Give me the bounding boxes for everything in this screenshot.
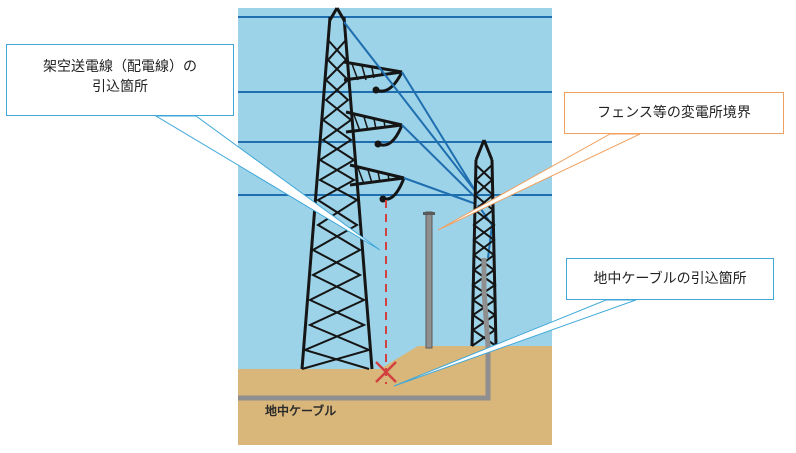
transmission-tower	[300, 7, 406, 370]
callout-cable-pointer	[393, 299, 637, 387]
underground-cable	[238, 258, 491, 401]
underground-cable-label: 地中ケーブル	[265, 404, 337, 418]
conductor-lines	[343, 21, 494, 259]
substation-gantry	[470, 139, 498, 347]
fence-column	[423, 211, 435, 349]
callout-overhead-pointer	[154, 115, 381, 251]
callout-overhead-line-1: 架空送電線（配電線）の	[43, 59, 197, 75]
callout-overhead-line: 架空送電線（配電線）の 引込箇所	[6, 44, 234, 116]
callout-overhead-line-2: 引込箇所	[92, 79, 148, 95]
insulator-nodes	[372, 86, 387, 203]
callout-fence-boundary: フェンス等の変電所境界	[564, 92, 784, 134]
callout-underground-entry: 地中ケーブルの引込箇所	[566, 258, 774, 300]
callout-fence-pointer	[437, 133, 641, 231]
boundary-cross-icon	[375, 361, 397, 383]
